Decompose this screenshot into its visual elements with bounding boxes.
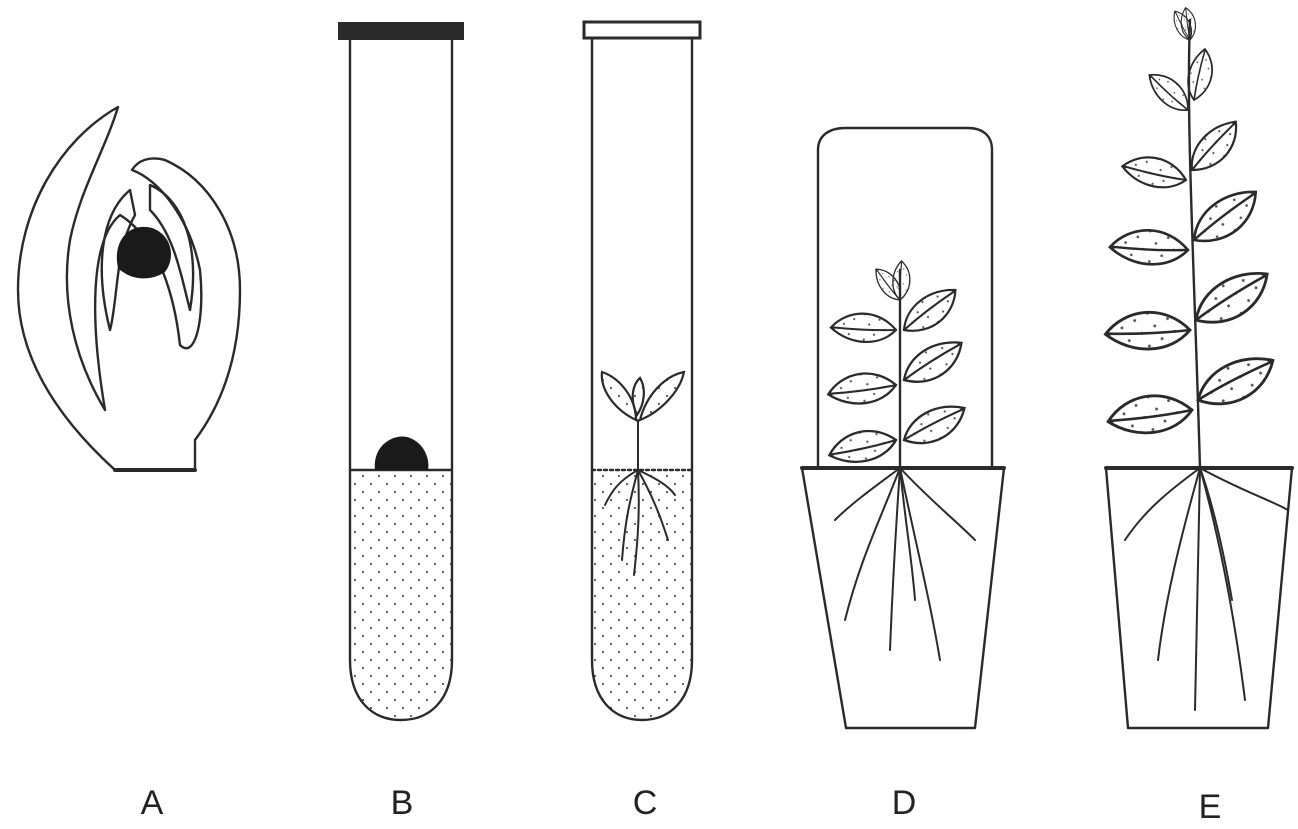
dome-cover-d xyxy=(818,128,992,468)
explant-outer-body xyxy=(18,107,240,470)
panel-e-mature-plant xyxy=(1104,7,1292,728)
tube-c-medium xyxy=(592,470,692,720)
label-e: E xyxy=(1199,788,1222,826)
panel-d-hardening-pot xyxy=(802,128,1004,728)
label-c: C xyxy=(633,784,658,822)
plant-e xyxy=(1104,7,1288,710)
pot-d xyxy=(802,468,1004,728)
tube-b-explant xyxy=(375,437,429,470)
tube-c-cap xyxy=(584,22,700,38)
panel-b-culture-tube xyxy=(338,22,464,720)
explant-meristem xyxy=(117,227,171,279)
label-d: D xyxy=(892,784,917,822)
plant-d xyxy=(827,260,975,660)
tube-b-medium xyxy=(350,470,452,720)
panel-c-culture-tube-plantlet xyxy=(584,22,700,720)
label-b: B xyxy=(391,784,414,822)
panel-a-explant xyxy=(18,107,240,470)
tube-b-cap xyxy=(338,22,464,40)
label-a: A xyxy=(141,784,164,822)
